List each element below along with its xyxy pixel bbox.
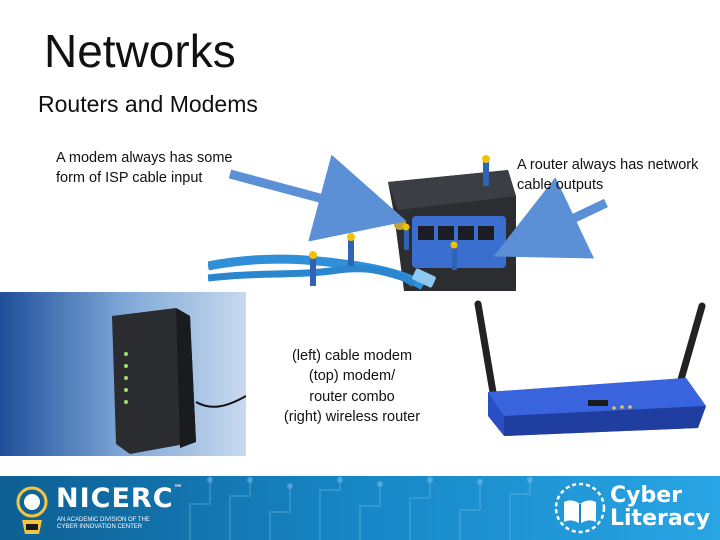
caption-line: (top) modem/: [308, 368, 396, 385]
modem-router-combo-photo: [208, 136, 516, 296]
caption-line: (left) cable modem: [291, 348, 413, 364]
cyber-literacy-wordmark: Cyber Literacy: [610, 483, 711, 532]
router-arrow: [493, 177, 608, 259]
caption-line: router combo: [309, 388, 395, 405]
caption-line: (right) wireless router: [283, 408, 421, 425]
router-note: A router always has network cable output…: [517, 157, 699, 193]
photo-caption: (left) cable modem (top) modem/ router c…: [262, 346, 442, 427]
modem-note: A modem always has some form of ISP cabl…: [56, 150, 233, 186]
slide-subtitle: Routers and Modems: [38, 91, 258, 117]
slide-title: Networks: [44, 25, 236, 77]
wireless-router-photo: [458, 298, 720, 458]
nicerc-logo-icon: [16, 486, 48, 534]
nicerc-tagline: An academic division of the Cyber Innova…: [57, 517, 150, 530]
circuit-pattern: [189, 476, 533, 540]
cable-modem-photo: [0, 292, 246, 456]
nicerc-wordmark: NICERC™: [56, 483, 183, 514]
footer-bar: NICERC™ An academic division of the Cybe…: [0, 476, 720, 540]
cyber-literacy-book-icon: [554, 482, 606, 534]
